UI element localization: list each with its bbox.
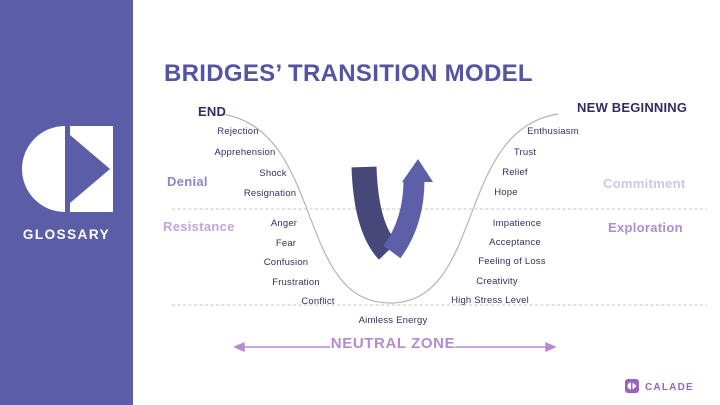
feeling-label: Creativity: [476, 276, 518, 287]
calade-logo-icon: [625, 379, 639, 393]
feeling-label: Confusion: [263, 257, 309, 268]
feeling-label: Rejection: [217, 126, 259, 137]
feeling-label: Impatience: [492, 218, 542, 229]
brand-name: CALADE: [645, 382, 694, 393]
feeling-label: High Stress Level: [451, 295, 529, 306]
feeling-label: Resignation: [243, 188, 297, 199]
feeling-label: Trust: [513, 147, 537, 158]
zone-label-commitment: Commitment: [603, 176, 686, 191]
aimless-energy-label: Aimless Energy: [358, 315, 428, 326]
zone-label-exploration: Exploration: [608, 220, 683, 235]
feeling-label: Feeling of Loss: [478, 256, 546, 267]
zone-label-resistance: Resistance: [163, 219, 235, 234]
new-beginning-label: NEW BEGINNING: [577, 100, 688, 115]
feeling-label: Hope: [494, 187, 518, 198]
zone-label-denial: Denial: [167, 174, 208, 189]
feeling-label: Conflict: [301, 296, 335, 307]
end-label: END: [198, 104, 227, 119]
neutral-zone-label: NEUTRAL ZONE: [330, 335, 456, 352]
feeling-label: Fear: [275, 238, 297, 249]
feeling-label: Anger: [270, 218, 298, 229]
feeling-label: Relief: [502, 167, 528, 178]
feeling-label: Apprehension: [214, 147, 276, 158]
glossary-logo-icon: [22, 126, 113, 212]
v-arrowhead-icon: [402, 159, 433, 182]
transition-curve-path: [221, 113, 559, 304]
feeling-label: Enthusiasm: [527, 126, 579, 137]
page-title: BRIDGES’ TRANSITION MODEL: [164, 60, 533, 88]
feeling-label: Shock: [259, 168, 287, 179]
sidebar: GLOSSARY: [0, 0, 133, 405]
v-arrow-right-stroke: [383, 179, 425, 259]
feeling-label: Frustration: [272, 277, 320, 288]
neutral-zone-right-arrowhead-icon: [545, 341, 557, 353]
neutral-zone-left-arrowhead-icon: [233, 341, 245, 353]
feeling-label: Acceptance: [489, 237, 541, 248]
sidebar-title: GLOSSARY: [22, 227, 111, 242]
v-arrow-left-stroke: [351, 166, 398, 260]
